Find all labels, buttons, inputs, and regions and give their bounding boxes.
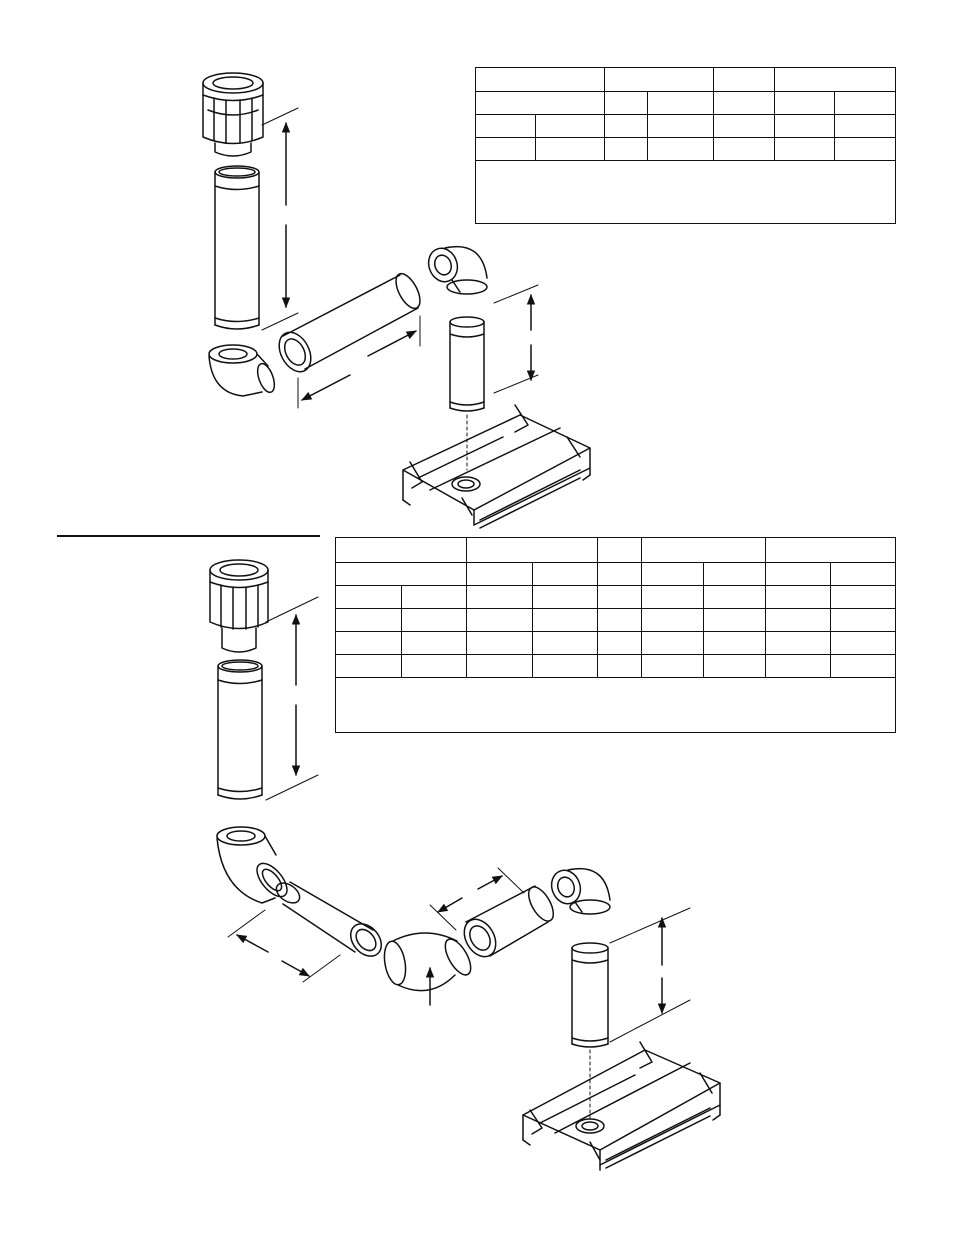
table-cell [834,137,896,161]
dimension-arrow-icon [297,315,421,409]
table-cell [597,654,642,678]
table-note [335,677,896,733]
table-subheader-cell [703,562,766,586]
table-cell [532,585,598,609]
table-cell [597,585,642,609]
section-divider [57,535,320,537]
table-subheader-cell [830,562,896,586]
table-cell [335,608,402,632]
vent-elbow-90-icon [208,344,276,397]
vent-termination-cap-icon [209,559,269,653]
dimension-arrow-icon [589,907,691,1119]
table-subheader-cell [774,91,835,115]
dimension-arrow-icon [429,867,525,931]
dimension-arrow-icon [466,284,539,471]
table-cell [830,585,896,609]
table-cell [641,631,704,655]
vent-elbow-90-icon [550,867,611,915]
table-header-cell [774,67,896,92]
table-subheader-cell [713,91,775,115]
table-row [335,537,896,563]
table-cell [703,654,766,678]
table-subheader-cell [834,91,896,115]
vent-elbow-90-icon [383,932,472,1006]
dimension-arrow-icon [227,909,341,983]
table-cell [604,114,648,138]
table-subheader-cell [466,562,533,586]
table-cell [774,114,835,138]
table-cell [535,114,605,138]
vent-pipe-section-icon [278,272,421,373]
table-row [335,608,896,632]
table-header-cell [475,67,605,92]
table-cell [532,631,598,655]
table-header-cell [335,537,467,563]
vent-pipe-section-icon [571,942,609,1048]
vent-elbow-90-icon [216,826,288,904]
table-subheader-cell [647,91,714,115]
table-cell [335,585,402,609]
table-cell [703,608,766,632]
table-row [335,562,896,586]
fireplace-appliance-icon [402,404,591,529]
table-cell [604,137,648,161]
table-cell [830,631,896,655]
vent-pipe-section-icon [217,659,263,800]
table-row [335,677,896,733]
lower-vent-table [335,537,896,733]
upper-vent-table [475,67,896,224]
dimension-arrow-icon [265,596,319,801]
fireplace-appliance-icon [522,1041,721,1171]
vent-pipe-section-icon [275,881,383,957]
dimension-arrow-icon [261,107,299,331]
vent-pipe-section-icon [214,165,260,330]
vent-pipe-section-icon [449,316,485,412]
table-header-cell [604,67,714,92]
table-cell [641,585,704,609]
table-row [335,631,896,655]
vent-termination-cap-icon [202,72,264,157]
table-note [475,160,896,224]
table-cell [475,137,536,161]
table-row [475,91,896,115]
vent-pipe-section-icon [463,885,555,958]
table-row [335,585,896,609]
table-subheader-cell [604,91,648,115]
table-cell [765,608,831,632]
vent-elbow-90-icon [427,245,488,295]
table-cell [466,631,533,655]
table-cell [830,608,896,632]
table-row [475,160,896,224]
table-cell [466,608,533,632]
table-subheader-cell [597,562,642,586]
